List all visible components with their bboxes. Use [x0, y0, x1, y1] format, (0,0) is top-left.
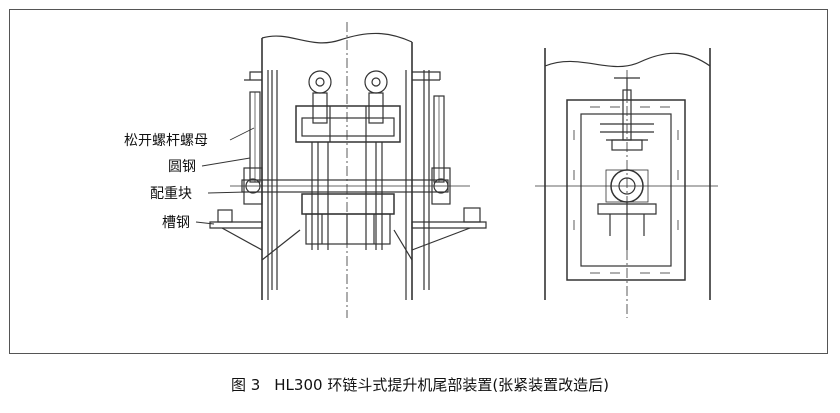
counterweight-right — [431, 167, 451, 205]
tension-frame-inner — [580, 113, 672, 267]
counterweight-left — [243, 167, 263, 205]
figure-frame — [9, 9, 828, 354]
tension-frame-outer — [566, 99, 686, 281]
upper-left-bracket — [244, 71, 262, 81]
channel-steel-right — [411, 221, 487, 229]
channel-steel-left — [209, 221, 263, 229]
label-round-steel: 圆钢 — [168, 159, 196, 175]
top-hook — [614, 77, 640, 100]
right-view — [535, 48, 718, 318]
label-counterweight: 配重块 — [150, 186, 192, 202]
weight-box-left — [217, 209, 233, 223]
right-break-line — [544, 52, 711, 68]
figure-caption: 图 3 HL300 环链斗式提升机尾部装置(张紧装置改造后) — [0, 374, 840, 395]
weight-box-right — [463, 207, 481, 223]
lower-yoke — [597, 203, 657, 215]
pulley-left — [308, 70, 332, 124]
figure-number: 图 3 — [230, 376, 261, 394]
label-loosen-nut: 松开螺杆螺母 — [124, 133, 208, 149]
figure-title: HL300 环链斗式提升机尾部装置(张紧装置改造后) — [274, 376, 610, 394]
upper-right-bracket — [412, 71, 441, 81]
pulley-right — [364, 70, 388, 124]
left-view — [209, 22, 487, 318]
left-break-line — [261, 32, 413, 44]
label-channel-steel: 槽钢 — [162, 215, 190, 231]
upper-block — [295, 105, 401, 143]
